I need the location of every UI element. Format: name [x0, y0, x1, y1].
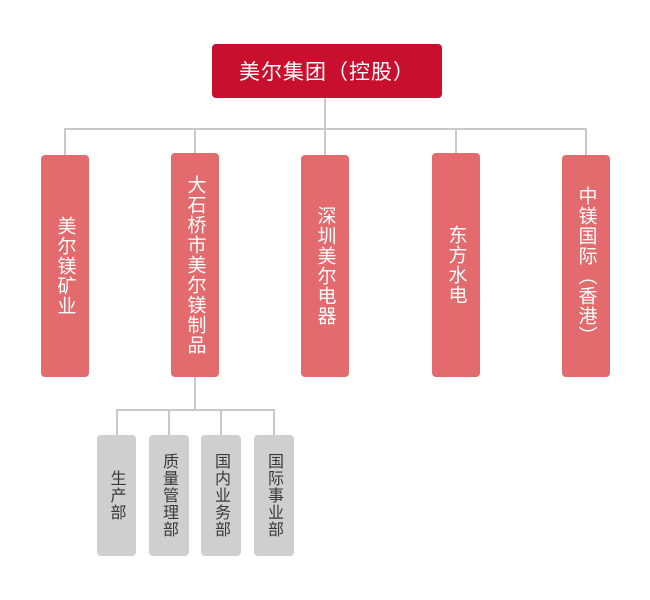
- connector-dept-3: [220, 409, 222, 436]
- subsidiary-node-4: 东方水电: [432, 153, 480, 377]
- department-node-label: 国际事业部: [265, 453, 284, 538]
- subsidiary-node-label: 东方水电: [445, 225, 468, 305]
- subsidiary-node-label: 中镁国际（香港）: [575, 186, 598, 346]
- connector-dept-1: [116, 409, 118, 436]
- department-node-label: 质量管理部: [160, 453, 179, 538]
- subsidiary-node-2: 大石桥市美尔镁制品: [171, 153, 219, 377]
- subsidiary-node-3: 深圳美尔电器: [301, 155, 349, 377]
- connector-subsidiary-4: [455, 128, 457, 154]
- connector-dept-down: [194, 377, 196, 401]
- department-node-1: 生产部: [97, 435, 136, 556]
- department-node-3: 国内业务部: [201, 435, 241, 556]
- connector-dept-stub: [194, 399, 196, 411]
- root-node-label: 美尔集团（控股）: [239, 60, 415, 84]
- subsidiary-node-1: 美尔镁矿业: [41, 155, 89, 377]
- connector-dept-2: [168, 409, 170, 436]
- connector-root-down: [324, 98, 326, 120]
- department-node-label: 生产部: [107, 470, 127, 521]
- subsidiary-node-label: 大石桥市美尔镁制品: [184, 175, 207, 355]
- connector-subsidiary-3: [324, 128, 326, 156]
- subsidiary-node-label: 美尔镁矿业: [54, 216, 77, 316]
- connector-root-stub: [324, 118, 326, 130]
- department-node-2: 质量管理部: [149, 435, 189, 556]
- department-node-label: 国内业务部: [212, 453, 231, 538]
- department-node-4: 国际事业部: [254, 435, 294, 556]
- connector-dept-4: [273, 409, 275, 436]
- connector-subsidiary-5: [585, 128, 587, 156]
- connector-subsidiary-1: [64, 128, 66, 156]
- subsidiary-node-label: 深圳美尔电器: [314, 206, 337, 326]
- subsidiary-node-5: 中镁国际（香港）: [562, 155, 610, 377]
- connector-subsidiary-2: [194, 128, 196, 154]
- root-node: 美尔集团（控股）: [212, 44, 442, 98]
